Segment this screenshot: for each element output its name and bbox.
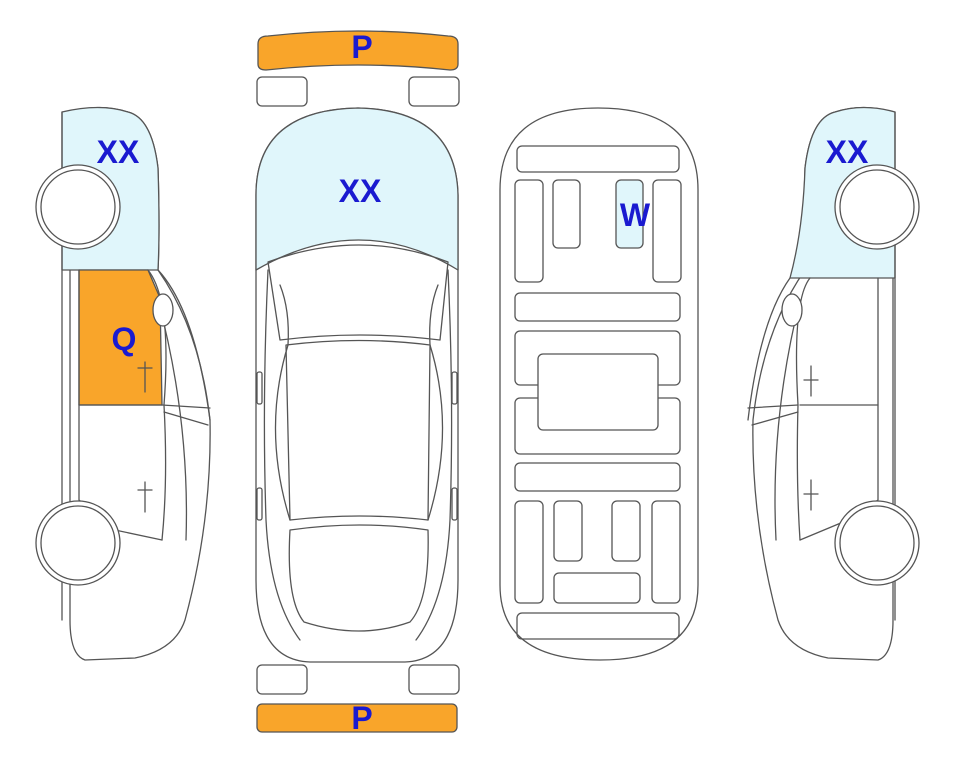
interior-seat-part[interactable] <box>615 179 644 249</box>
center-console <box>537 353 659 431</box>
rear-bumper-part[interactable] <box>256 703 458 733</box>
left-front-door-label: Q <box>112 321 137 357</box>
damage-labels: P P XX XX XX Q W <box>97 29 869 736</box>
front-bumper-part[interactable] <box>257 30 459 71</box>
top-cabin-outline <box>267 244 449 341</box>
top-view <box>255 30 460 733</box>
interior-view <box>499 107 699 661</box>
right-glass-label: XX <box>826 134 869 170</box>
left-side-view <box>35 106 211 661</box>
left-front-wheel <box>35 164 121 250</box>
rear-left-wheel <box>256 664 308 695</box>
front-left-wheel <box>256 76 308 107</box>
left-rear-wheel <box>35 500 121 586</box>
windshield-label: XX <box>339 173 382 209</box>
right-side-view <box>747 106 920 661</box>
interior-seat-label: W <box>620 197 651 233</box>
rear-bumper-label: P <box>351 700 372 736</box>
windshield-part[interactable] <box>255 107 459 271</box>
left-glass-label: XX <box>97 134 140 170</box>
right-rear-wheel <box>834 500 920 586</box>
right-front-wheel <box>834 164 920 250</box>
front-right-wheel <box>408 76 460 107</box>
rear-right-wheel <box>408 664 460 695</box>
front-bumper-label: P <box>351 29 372 65</box>
